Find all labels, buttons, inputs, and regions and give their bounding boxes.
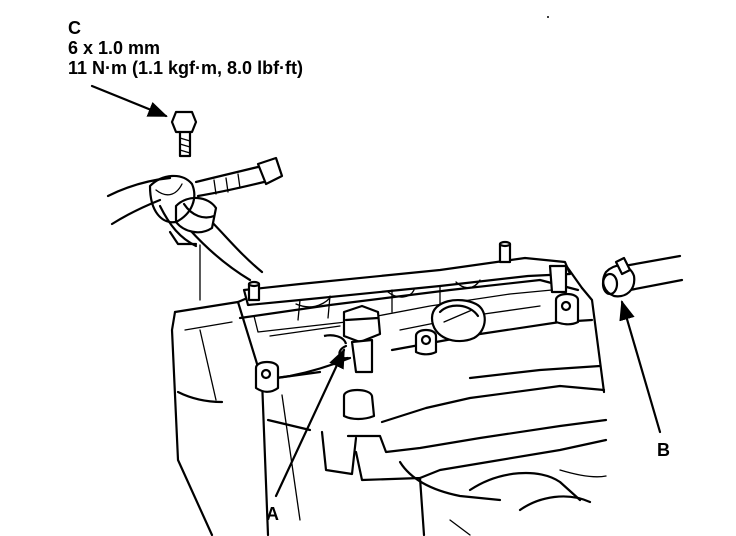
callout-c-letter: C (68, 18, 81, 38)
fuel-rail (242, 256, 572, 321)
left-hose (106, 176, 172, 226)
leader-a (274, 348, 346, 498)
callout-c-bolt-size: 6 x 1.0 mm (68, 38, 161, 58)
vent-tube (194, 156, 284, 198)
lower-flanges (320, 384, 608, 536)
callout-c-torque: 11 N·m (1.1 kgf·m, 8.0 lbf·ft) (68, 58, 304, 78)
callout-c-bolt-spec: C 6 x 1.0 mm 11 N·m (1.1 kgf·m, 8.0 lbf·… (68, 18, 303, 78)
label-a: A (266, 504, 279, 524)
hose-b (601, 254, 684, 298)
oil-filler-cap (430, 298, 486, 343)
breather-hose (148, 174, 264, 282)
leader-b (619, 300, 662, 434)
head-bolts (254, 264, 580, 393)
speck (547, 16, 549, 18)
bolt-c (170, 110, 198, 158)
leader-c (90, 84, 168, 118)
connector-a (323, 304, 382, 374)
engine-block (170, 300, 322, 536)
label-b: B (657, 440, 670, 460)
studs (247, 240, 512, 302)
